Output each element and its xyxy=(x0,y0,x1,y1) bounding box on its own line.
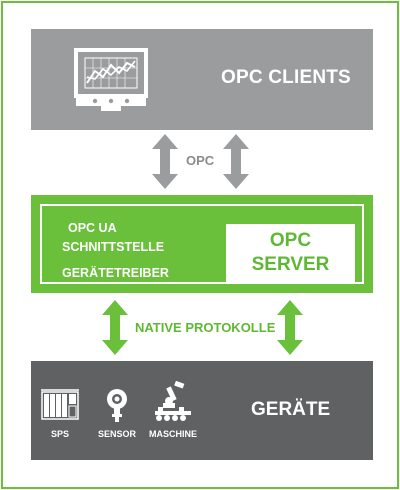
server-inner-frame: OPC UA SCHNITTSTELLE GERÄTETREIBER OPC S… xyxy=(40,204,364,284)
server-line-opc-ua: OPC UA xyxy=(68,221,117,235)
sensor-icon xyxy=(107,389,127,422)
devices-block: SPS SENSOR MASCHINE GERÄTE xyxy=(31,361,373,460)
device-label-maschine: MASCHINE xyxy=(148,429,197,439)
native-protocols-label: NATIVE PROTOKOLLE xyxy=(135,320,276,335)
opc-server-block: OPC UA SCHNITTSTELLE GERÄTETREIBER OPC S… xyxy=(31,195,373,293)
device-label-sps: SPS xyxy=(50,429,69,439)
double-arrow-left-bottom xyxy=(102,300,128,355)
server-line-geraetetreiber: GERÄTETREIBER xyxy=(62,266,169,280)
opc-server-label-box: OPC SERVER xyxy=(226,224,355,282)
monitor-chart-icon xyxy=(74,48,148,111)
opc-server-title-line1: OPC xyxy=(269,230,312,251)
device-label-sensor: SENSOR xyxy=(97,429,136,439)
devices-title: GERÄTE xyxy=(251,399,331,420)
plc-icon xyxy=(41,389,79,420)
double-arrow-left-top xyxy=(152,134,178,189)
opc-clients-title: OPC CLIENTS xyxy=(221,67,351,88)
double-arrow-right-bottom xyxy=(277,300,303,355)
robot-arm-icon xyxy=(155,381,191,421)
opc-link-label: OPC xyxy=(186,153,215,168)
opc-server-title-line2: SERVER xyxy=(251,254,330,275)
double-arrow-right-top xyxy=(223,134,249,189)
opc-clients-block: OPC CLIENTS xyxy=(31,29,373,130)
server-line-schnittstelle: SCHNITTSTELLE xyxy=(62,240,165,254)
